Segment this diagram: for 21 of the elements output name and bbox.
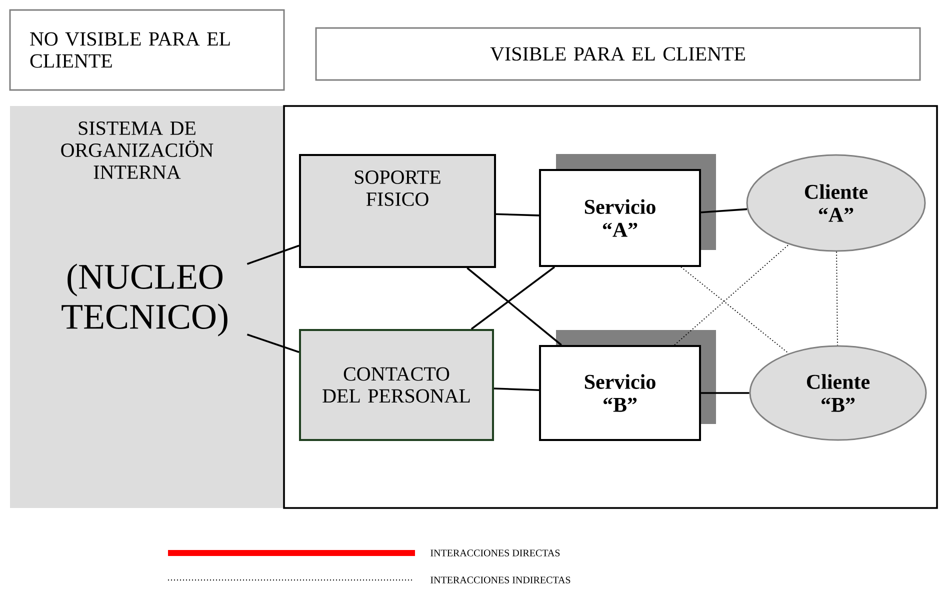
bare-text: (NUCLEO TECNICO) — [62, 264, 228, 336]
legend-text: INTERACCIONES INDIRECTAS — [430, 576, 570, 584]
frame-box — [283, 105, 938, 509]
process-box: SOPORTE FISICO — [299, 154, 496, 268]
connector-line — [470, 266, 556, 330]
connector-line — [466, 267, 562, 346]
legend-text: INTERACCIONES DIRECTAS — [430, 550, 560, 556]
connector-line — [701, 392, 750, 394]
service-box: Servicio “B” — [539, 330, 716, 441]
connector-line — [494, 388, 540, 391]
dotted-line — [836, 251, 838, 346]
label-box: NO VISIBLE PARA EL CLIENTE — [9, 9, 285, 91]
dotted-line — [674, 244, 790, 346]
service-box: Servicio “A” — [539, 154, 716, 267]
connector-line — [246, 334, 300, 353]
dotted-line — [680, 266, 790, 354]
connector-line — [496, 213, 540, 216]
connector-line — [700, 208, 748, 214]
connector-line — [246, 244, 300, 265]
label-box: VISIBLE PARA EL CLIENTE — [315, 27, 921, 81]
process-box: CONTACTO DEL PERSONAL — [299, 329, 494, 441]
